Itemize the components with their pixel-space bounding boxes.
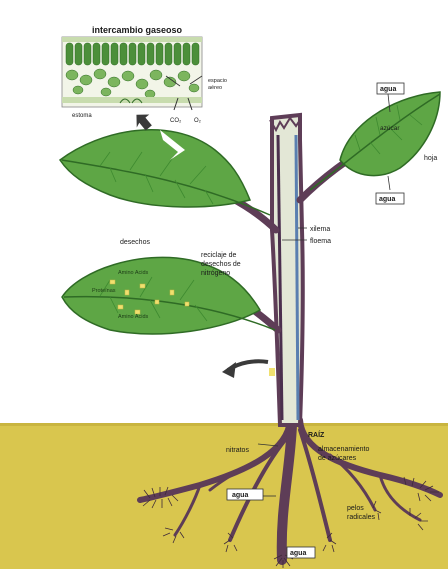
xylem-line <box>296 135 298 420</box>
nutrient-node <box>269 368 275 376</box>
label-almacenamiento-2: de azúcares <box>318 455 357 462</box>
label-estoma: estoma <box>72 113 92 119</box>
leaf-upper-right <box>310 92 440 190</box>
label-co2: CO₂ <box>170 118 182 124</box>
label-amino-acids-1: Amino Acids <box>118 270 149 276</box>
label-pelos: pelos <box>347 505 364 512</box>
label-amino-acids-2: Amino Acids <box>118 314 149 320</box>
label-reciclaje-1: reciclaje de <box>201 252 237 259</box>
label-xilema: xilema <box>310 226 330 233</box>
label-azucar: azúcar <box>380 125 400 132</box>
label-proteinas: Proteínas <box>92 288 116 294</box>
title: intercambio gaseoso <box>92 25 183 35</box>
label-agua-bottom: agua <box>290 550 306 557</box>
label-aereo: aéreo <box>208 85 222 91</box>
label-agua-root: agua <box>232 492 248 499</box>
label-agua-top: agua <box>380 86 396 93</box>
label-radicales: radicales <box>347 514 376 521</box>
label-agua-right: agua <box>379 196 395 203</box>
soil-surface <box>0 423 448 426</box>
label-reciclaje-2: desechos de <box>201 261 241 268</box>
label-reciclaje-3: nitrógeno <box>201 270 230 277</box>
stem <box>270 115 303 425</box>
label-floema: floema <box>310 238 331 245</box>
label-nitratos: nitratos <box>226 447 249 454</box>
label-hoja: hoja <box>424 155 437 162</box>
label-espacio: espacio <box>208 78 227 84</box>
leaf-middle-left <box>62 257 275 334</box>
label-desechos: desechos <box>120 239 150 246</box>
soil <box>0 423 448 569</box>
label-raiz: RAÍZ <box>308 430 325 439</box>
label-almacenamiento-1: almacenamiento <box>318 446 369 453</box>
leaf-cross-section <box>62 37 202 110</box>
label-o2: O₂ <box>194 118 202 124</box>
leaf-upper-left <box>60 130 270 215</box>
